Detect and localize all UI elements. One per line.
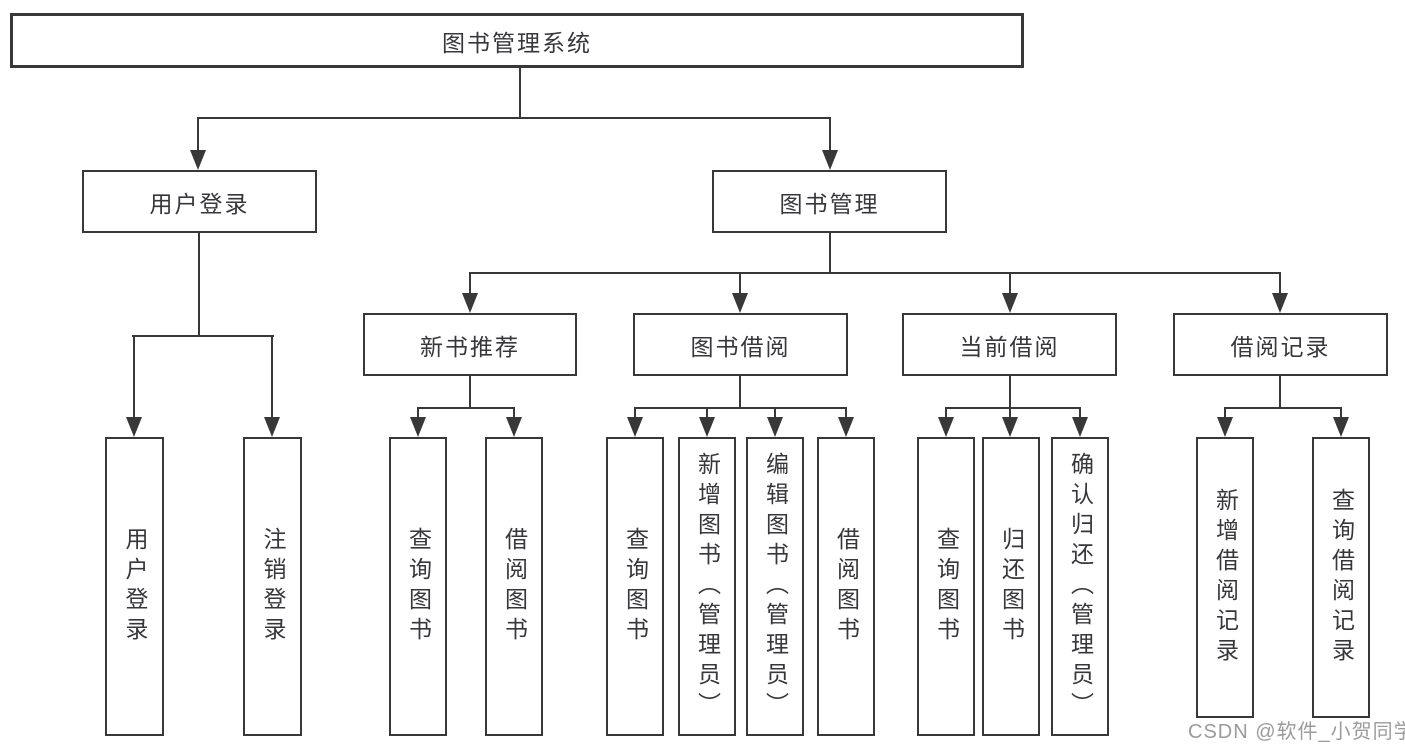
arrowhead-down-icon <box>410 417 426 437</box>
leaf-borrow-books-recommend: 借阅图书 <box>485 437 543 736</box>
node-borrow-records: 借阅记录 <box>1173 313 1388 376</box>
leaf-edit-books-admin: 编辑图书（管理员） <box>746 437 804 736</box>
arrowhead-down-icon <box>1002 417 1018 437</box>
connector-line <box>271 335 273 419</box>
leaf-borrow-books: 借阅图书 <box>817 437 875 736</box>
node-current-borrow: 当前借阅 <box>902 313 1117 376</box>
leaf-query-books-recommend: 查询图书 <box>389 437 447 736</box>
connector-line <box>513 407 515 419</box>
connector-line <box>197 117 831 119</box>
connector-line <box>469 376 471 409</box>
leaf-label: 查询借阅记录 <box>1328 487 1355 668</box>
node-label: 当前借阅 <box>959 333 1060 360</box>
arrowhead-down-icon <box>126 417 142 437</box>
leaf-return-books: 归还图书 <box>982 437 1040 736</box>
arrowhead-down-icon <box>627 417 643 437</box>
connector-line <box>945 407 1081 409</box>
node-label: 图书借阅 <box>690 333 791 360</box>
leaf-label: 用户登录 <box>122 526 148 647</box>
node-book-borrow: 图书借阅 <box>633 313 848 376</box>
connector-line <box>945 407 947 419</box>
connector-line <box>634 407 636 419</box>
leaf-query-books-current: 查询图书 <box>917 437 975 736</box>
arrowhead-down-icon <box>506 417 522 437</box>
leaf-query-borrow-record: 查询借阅记录 <box>1312 437 1370 718</box>
node-library-management-system: 图书管理系统 <box>10 13 1024 68</box>
arrowhead-down-icon <box>822 150 838 170</box>
leaf-add-borrow-record: 新增借阅记录 <box>1196 437 1254 718</box>
leaf-label: 归还图书 <box>998 526 1025 647</box>
node-label: 图书管理 <box>779 190 880 217</box>
arrowhead-down-icon <box>767 417 783 437</box>
connector-line <box>1279 376 1281 409</box>
connector-line <box>1340 407 1342 419</box>
connector-line <box>1079 407 1081 419</box>
arrowhead-down-icon <box>1217 417 1233 437</box>
csdn-watermark: CSDN @软件_小贺同学 <box>1188 721 1405 743</box>
arrowhead-down-icon <box>838 417 854 437</box>
connector-line <box>417 407 515 409</box>
connector-line <box>1009 272 1011 294</box>
leaf-logout: 注销登录 <box>243 437 302 736</box>
leaf-label: 查询图书 <box>405 526 432 647</box>
leaf-label: 编辑图书（管理员） <box>762 451 789 722</box>
arrowhead-down-icon <box>1272 293 1288 313</box>
leaf-label: 查询图书 <box>622 526 649 647</box>
node-label: 用户登录 <box>149 190 250 217</box>
arrowhead-down-icon <box>699 417 715 437</box>
connector-line <box>739 376 741 409</box>
arrowhead-down-icon <box>190 150 206 170</box>
connector-line <box>1009 376 1011 409</box>
connector-line <box>417 407 419 419</box>
connector-line <box>1224 407 1342 409</box>
connector-line <box>739 272 741 294</box>
connector-line <box>829 233 831 273</box>
leaf-label: 借阅图书 <box>833 526 860 647</box>
connector-line <box>519 68 521 118</box>
arrowhead-down-icon <box>1002 293 1018 313</box>
leaf-label: 借阅图书 <box>501 526 528 647</box>
arrowhead-down-icon <box>1072 417 1088 437</box>
connector-line <box>198 233 200 336</box>
connector-line <box>133 335 135 419</box>
node-book-management: 图书管理 <box>712 170 947 233</box>
connector-line <box>1279 272 1281 294</box>
arrowhead-down-icon <box>462 293 478 313</box>
connector-line <box>469 272 471 294</box>
leaf-label: 查询图书 <box>933 526 960 647</box>
node-label: 借阅记录 <box>1230 333 1331 360</box>
node-user-login: 用户登录 <box>82 170 317 233</box>
connector-line <box>469 272 1281 274</box>
connector-line <box>845 407 847 419</box>
leaf-add-books-admin: 新增图书（管理员） <box>678 437 736 736</box>
leaf-label: 新增图书（管理员） <box>694 451 721 722</box>
leaf-query-books-borrow: 查询图书 <box>606 437 664 736</box>
connector-line <box>774 407 776 419</box>
connector-line <box>132 335 274 337</box>
connector-line <box>706 407 708 419</box>
arrowhead-down-icon <box>938 417 954 437</box>
leaf-label: 新增借阅记录 <box>1212 487 1239 668</box>
leaf-label: 确认归还（管理员） <box>1067 451 1094 722</box>
node-label: 新书推荐 <box>420 333 520 360</box>
connector-line <box>829 117 831 151</box>
node-new-book-recommend: 新书推荐 <box>363 313 577 376</box>
arrowhead-down-icon <box>1333 417 1349 437</box>
arrowhead-down-icon <box>264 417 280 437</box>
leaf-confirm-return-admin: 确认归还（管理员） <box>1051 437 1109 736</box>
node-label: 图书管理系统 <box>442 29 592 56</box>
connector-line <box>1009 407 1011 419</box>
connector-line <box>634 407 847 409</box>
leaf-user-login: 用户登录 <box>105 437 164 736</box>
arrowhead-down-icon <box>732 293 748 313</box>
leaf-label: 注销登录 <box>260 526 286 647</box>
connector-line <box>197 117 199 151</box>
connector-line <box>1224 407 1226 419</box>
